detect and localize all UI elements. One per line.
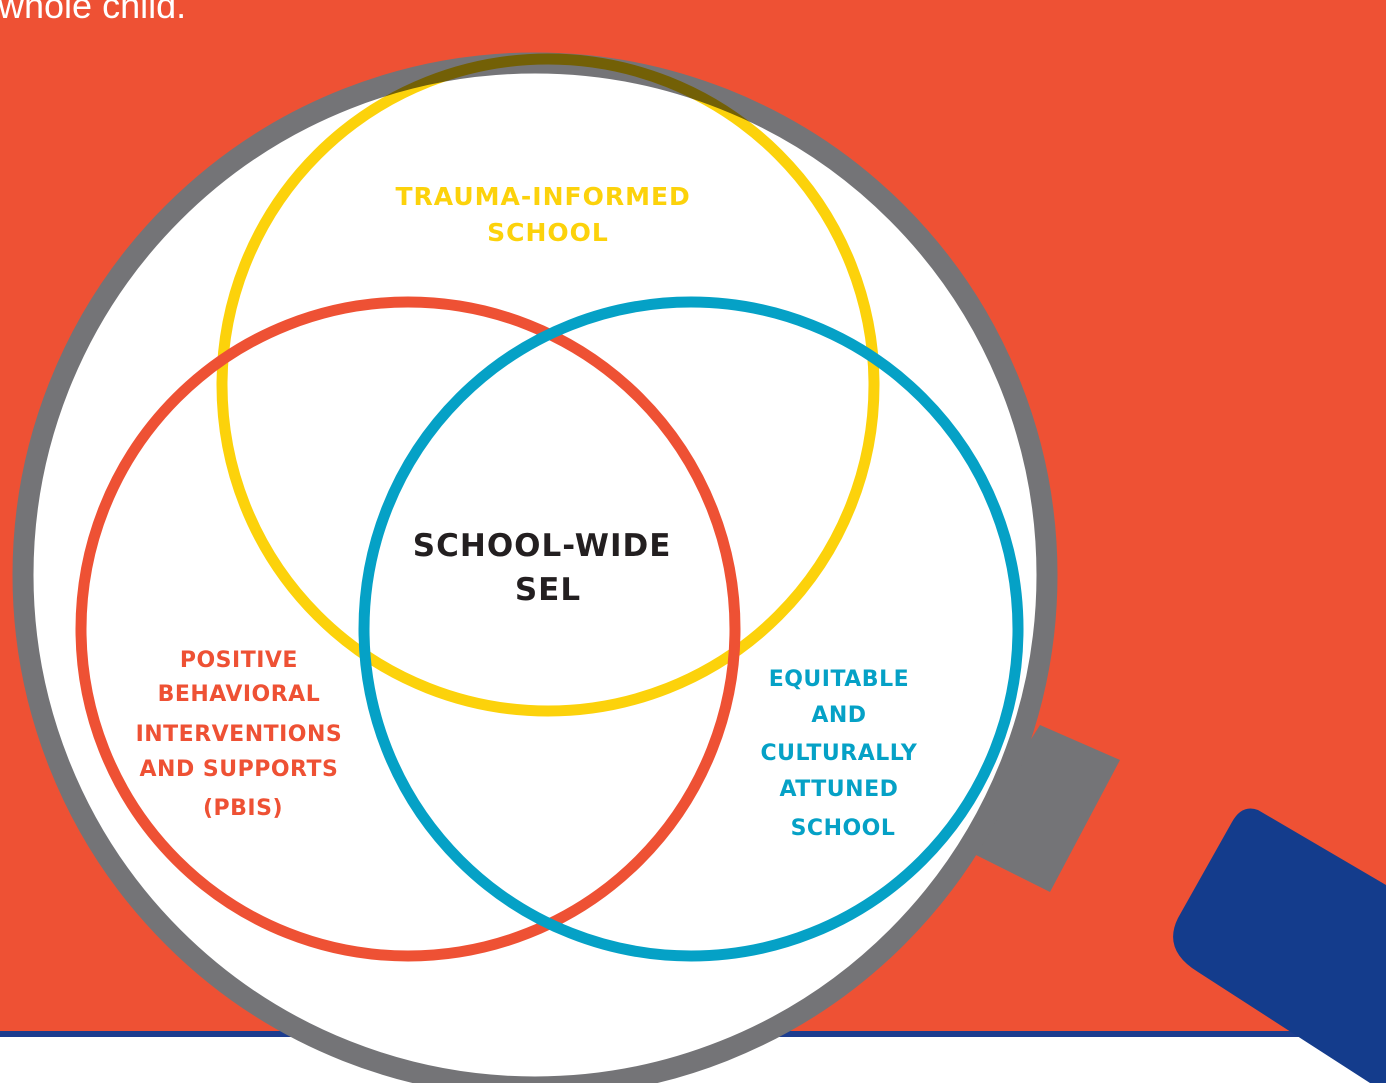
intro-text: whole child.	[0, 0, 187, 26]
venn-circles	[75, 53, 1024, 962]
pbis-label: POSITIVE BEHAVIORAL INTERVENTIONS AND SU…	[136, 648, 351, 821]
magnifier-handle	[962, 725, 1386, 1083]
equity-label-line: ATTUNED	[779, 777, 898, 802]
center-label-line: SCHOOL-WIDE	[413, 528, 672, 564]
handle-collar	[962, 725, 1120, 892]
pbis-label-line: POSITIVE	[180, 648, 298, 673]
center-label-line: SEL	[515, 572, 581, 608]
equity-label-line: AND	[811, 703, 866, 728]
pbis-label-line: INTERVENTIONS	[136, 722, 343, 747]
pbis-circle	[75, 296, 741, 962]
pbis-label-line: BEHAVIORAL	[158, 682, 321, 707]
center-label: SCHOOL-WIDE SEL	[413, 528, 683, 608]
equity-label-line: CULTURALLY	[761, 741, 918, 766]
equity-circle	[358, 296, 1024, 962]
trauma-label: TRAUMA-INFORMED SCHOOL	[395, 182, 700, 247]
pbis-label-line: AND SUPPORTS	[140, 757, 339, 782]
pbis-label-line: (PBIS)	[203, 796, 283, 821]
trauma-label-line: TRAUMA-INFORMED	[395, 182, 690, 211]
trauma-circle	[216, 53, 880, 717]
equity-label: EQUITABLE AND CULTURALLY ATTUNED SCHOOL	[761, 667, 926, 841]
trauma-label-line: SCHOOL	[487, 218, 609, 247]
equity-label-line: EQUITABLE	[769, 667, 909, 692]
equity-label-line: SCHOOL	[791, 816, 896, 841]
handle-grip	[1173, 808, 1386, 1083]
